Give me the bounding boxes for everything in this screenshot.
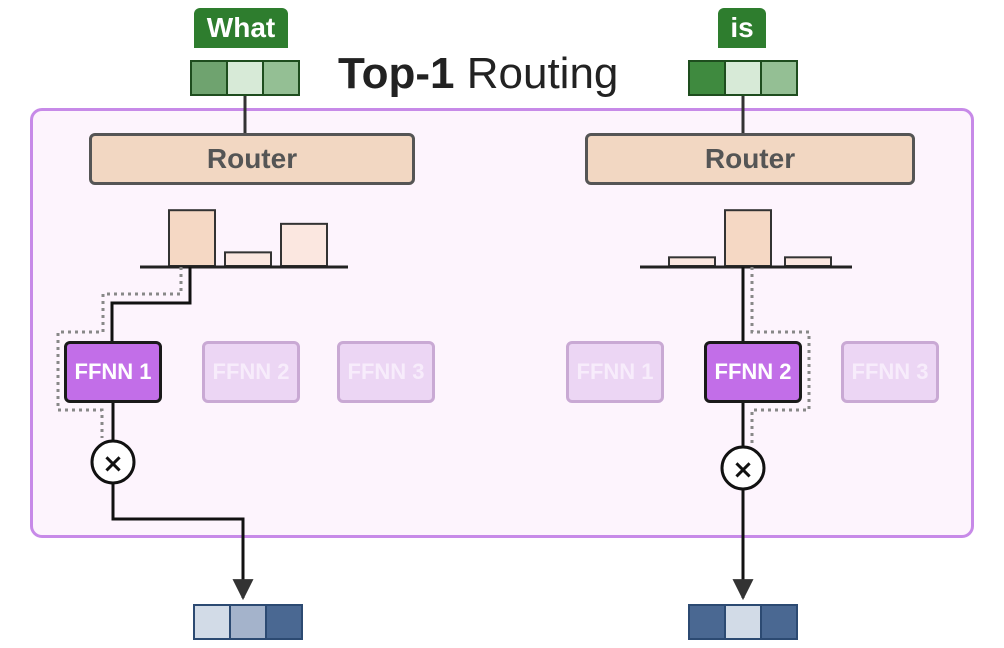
- multiply-symbol-right: ×: [732, 455, 754, 485]
- title-regular: Routing: [466, 49, 619, 98]
- probability-bar: [280, 222, 328, 267]
- router-left: Router: [89, 133, 415, 185]
- output-vector-is: [688, 604, 798, 640]
- vector-cell: [231, 606, 267, 638]
- vector-cell: [192, 62, 228, 94]
- router-probability-bars-right: [668, 209, 832, 268]
- probability-bar: [668, 256, 716, 268]
- vector-cell: [195, 606, 231, 638]
- vector-cell: [726, 62, 762, 94]
- probability-bar: [724, 209, 772, 267]
- token-label-is: is: [718, 8, 766, 48]
- expert-ffnn2-left: FFNN 2: [202, 341, 300, 403]
- probability-bar: [224, 251, 272, 268]
- multiply-node-left: ×: [90, 439, 136, 485]
- probability-bar: [784, 256, 832, 268]
- route-dotted-right: [750, 267, 811, 445]
- expert-ffnn3-left: FFNN 3: [337, 341, 435, 403]
- multiply-symbol-left: ×: [102, 449, 124, 479]
- route-dotted-left: [56, 267, 183, 438]
- vector-cell: [726, 606, 762, 638]
- token-label-what: What: [194, 8, 288, 48]
- title-bold: Top-1: [338, 49, 455, 98]
- output-vector-what: [193, 604, 303, 640]
- router-probability-bars-left: [168, 209, 328, 268]
- vector-cell: [267, 606, 301, 638]
- router-right: Router: [585, 133, 915, 185]
- vector-cell: [690, 62, 726, 94]
- vector-cell: [264, 62, 298, 94]
- expert-ffnn2-right: FFNN 2: [704, 341, 802, 403]
- vector-cell: [762, 606, 796, 638]
- route-line-left: [110, 267, 192, 341]
- output-line-left: [111, 483, 254, 601]
- vector-cell: [690, 606, 726, 638]
- multiply-node-right: ×: [720, 445, 766, 491]
- expert-ffnn1-right: FFNN 1: [566, 341, 664, 403]
- vector-cell: [762, 62, 796, 94]
- expert-ffnn1-left: FFNN 1: [64, 341, 162, 403]
- input-vector-what: [190, 60, 300, 96]
- input-vector-is: [688, 60, 798, 96]
- expert-ffnn3-right: FFNN 3: [841, 341, 939, 403]
- probability-bar: [168, 209, 216, 267]
- vector-cell: [228, 62, 264, 94]
- diagram-title: Top-1 Routing: [338, 48, 618, 100]
